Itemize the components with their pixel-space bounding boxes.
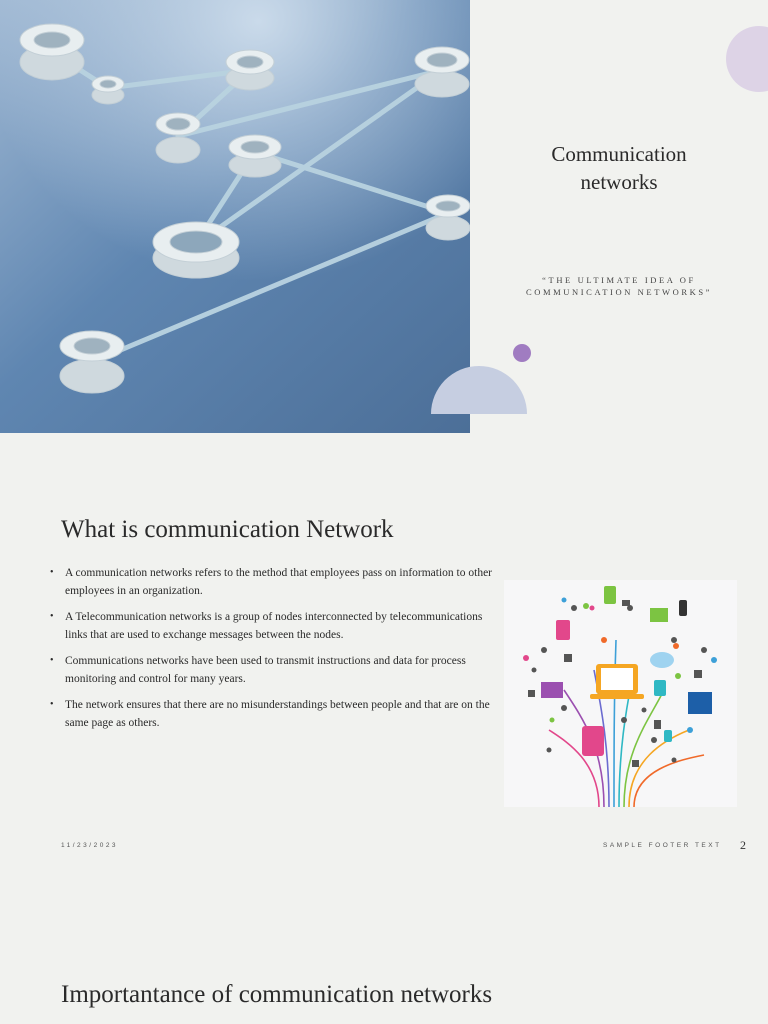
network-nodes-image	[0, 0, 470, 433]
bullet-item: A Telecommunication networks is a group …	[50, 608, 504, 644]
slide-subtitle: “THE ULTIMATE IDEA OF COMMUNICATION NETW…	[525, 275, 713, 297]
footer-text: SAMPLE FOOTER TEXT	[603, 842, 722, 849]
footer-date: 11/23/2023	[61, 842, 119, 849]
bullet-list: A communication networks refers to the m…	[50, 564, 504, 740]
content-slide-3: Importantance of communication networks	[0, 863, 768, 1024]
decorative-circle-lavender	[726, 26, 768, 92]
slide-heading: What is communication Network	[61, 516, 394, 543]
content-slide: What is communication Network A communic…	[0, 433, 768, 863]
decorative-dot-purple	[513, 344, 531, 362]
bullet-item: Communications networks have been used t…	[50, 652, 504, 688]
page-number: 2	[740, 838, 746, 852]
slide-heading: Importantance of communication networks	[61, 981, 493, 1008]
slide-title: Communication networks	[551, 142, 687, 194]
bullet-item: The network ensures that there are no mi…	[50, 696, 504, 732]
title-slide: Communication networks “THE ULTIMATE IDE…	[0, 0, 768, 433]
communication-icons-tree-image	[504, 580, 737, 807]
bullet-item: A communication networks refers to the m…	[50, 564, 504, 600]
